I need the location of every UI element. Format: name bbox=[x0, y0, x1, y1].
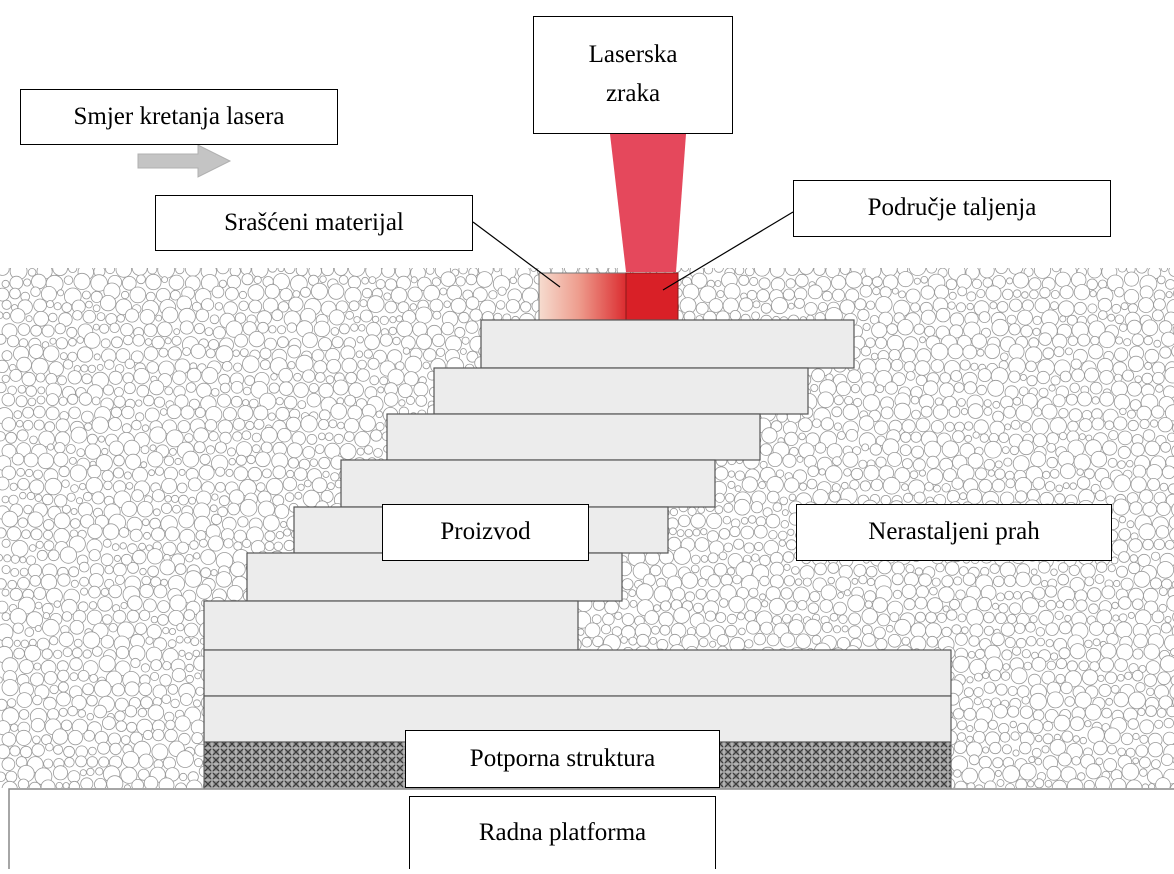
laser-direction-arrow-icon bbox=[138, 145, 230, 177]
build-platform-label: Radna platforma bbox=[409, 796, 716, 869]
melt-zone-block bbox=[626, 273, 678, 320]
laser-beam-label: Laserska zraka bbox=[533, 16, 733, 134]
product-label: Proizvod bbox=[382, 504, 589, 561]
laser-beam-text-line1: Laserska bbox=[589, 36, 678, 75]
product-text: Proizvod bbox=[440, 513, 530, 552]
product-layer bbox=[481, 320, 854, 368]
product-layer bbox=[387, 414, 760, 460]
melt-zone-label: Područje taljenja bbox=[793, 180, 1111, 237]
unmelted-powder-text: Nerastaljeni prah bbox=[868, 513, 1039, 552]
support-structure-text: Potporna struktura bbox=[470, 740, 655, 779]
unmelted-powder-label: Nerastaljeni prah bbox=[796, 504, 1112, 561]
laser-direction-label: Smjer kretanja lasera bbox=[20, 89, 338, 145]
support-structure-label: Potporna struktura bbox=[405, 730, 720, 788]
melt-zone-text: Područje taljenja bbox=[868, 189, 1037, 228]
sintered-material-label: Srašćeni materijal bbox=[155, 195, 473, 251]
build-platform-text: Radna platforma bbox=[479, 814, 646, 853]
sintered-material-text: Srašćeni materijal bbox=[224, 204, 404, 243]
product-layer bbox=[341, 460, 715, 507]
laser-beam bbox=[610, 134, 686, 272]
product-layer bbox=[204, 650, 951, 696]
product-layer bbox=[204, 601, 578, 650]
laser-direction-text: Smjer kretanja lasera bbox=[73, 98, 284, 137]
laser-beam-text-line2: zraka bbox=[606, 75, 660, 114]
product-layer bbox=[434, 368, 808, 414]
sintered-material-block bbox=[539, 273, 627, 320]
